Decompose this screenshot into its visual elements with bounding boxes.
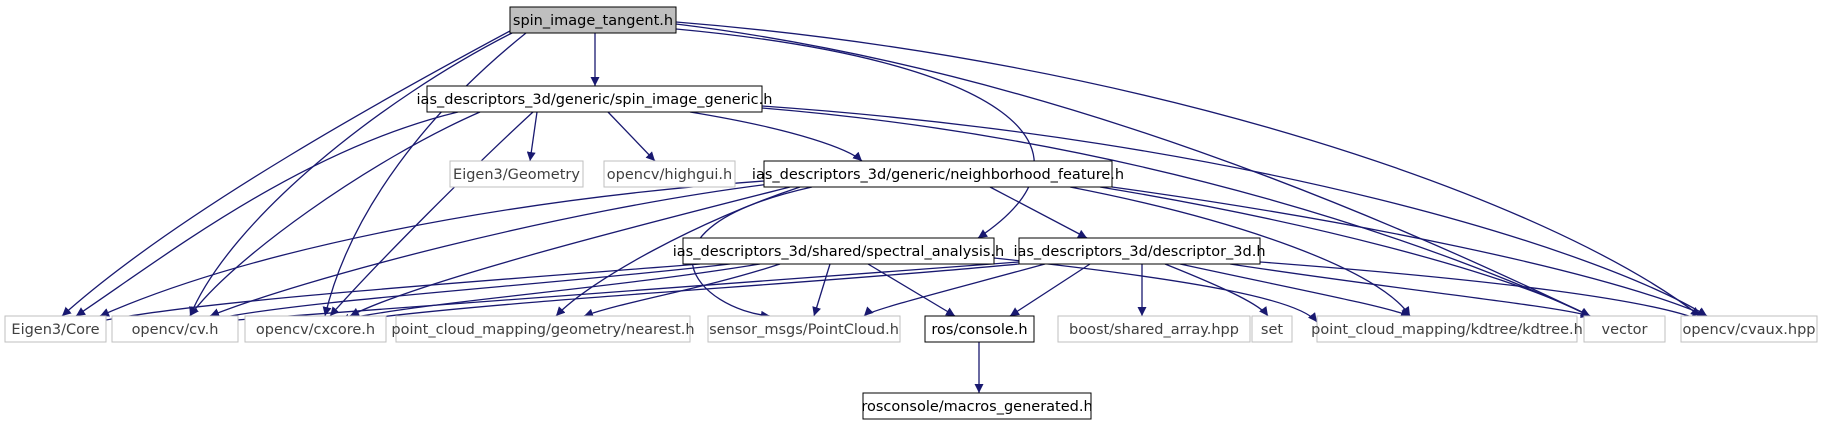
dependency-edge-7 (675, 21, 1701, 317)
dependency-edge-10 (689, 111, 863, 162)
node-cv: opencv/cv.h (111, 315, 239, 343)
dependency-edge-2 (61, 30, 511, 317)
dependency-edge-25 (95, 263, 701, 325)
node-label-bsa: boost/shared_array.hpp (1069, 322, 1239, 338)
dependency-edge-17 (209, 183, 771, 317)
node-label-aux: opencv/cvaux.hpp (1682, 322, 1815, 338)
dependency-edge-8 (526, 111, 538, 162)
node-hg: opencv/highgui.h (603, 160, 736, 188)
node-label-core: Eigen3/Core (11, 322, 99, 338)
node-box-core (4, 315, 107, 343)
file-nodes: spin_image_tangent.h ias_descriptors_3d/g… (4, 6, 1818, 420)
dependency-edge-14 (761, 107, 1591, 317)
node-label-kd: point_cloud_mapping/kdtree/kdtree.h (1311, 322, 1583, 338)
node-box-pc (707, 315, 901, 343)
node-label-sig: ias_descriptors_3d/generic/spin_image_ge… (417, 92, 773, 108)
node-box-sa (682, 237, 995, 265)
node-near: point_cloud_mapping/geometry/nearest.h (391, 315, 695, 343)
dependency-edge-34 (863, 263, 1046, 317)
node-label-cx: opencv/cxcore.h (256, 322, 375, 338)
node-label-vec: vector (1602, 322, 1648, 338)
node-bsa: boost/shared_array.hpp (1057, 315, 1251, 343)
node-label-mg: rosconsole/macros_generated.h (861, 399, 1092, 415)
node-box-vec (1583, 315, 1666, 343)
dependency-edge-32 (209, 261, 1020, 326)
node-box-d3 (1018, 237, 1261, 265)
dependency-edge-27 (339, 263, 761, 323)
node-box-geom (449, 160, 584, 188)
node-label-near: point_cloud_mapping/geometry/nearest.h (391, 322, 694, 338)
node-box-hg (603, 160, 736, 188)
dependency-edge-37 (1164, 263, 1269, 317)
node-label-sit: spin_image_tangent.h (513, 13, 673, 29)
node-label-nf: ias_descriptors_3d/generic/neighborhood_… (752, 167, 1124, 183)
dependency-edge-5 (675, 28, 1035, 239)
dependency-edge-29 (812, 263, 831, 317)
dependency-edge-18 (349, 186, 791, 317)
node-box-aux (1680, 315, 1818, 343)
node-box-sit (509, 6, 677, 34)
dependency-edge-15 (761, 105, 1708, 317)
node-box-cv (111, 315, 239, 343)
dependency-edge-11 (75, 111, 459, 317)
dependency-edge-33 (339, 263, 1020, 326)
node-mg[interactable]: rosconsole/macros_generated.h (861, 392, 1093, 420)
node-kd: point_cloud_mapping/kdtree/kdtree.h (1311, 315, 1583, 343)
node-cx: opencv/cxcore.h (244, 315, 387, 343)
node-label-pc: sensor_msgs/PointCloud.h (709, 322, 899, 338)
dependency-edge-35 (1009, 263, 1091, 317)
node-box-near (395, 315, 691, 343)
dependency-edge-26 (209, 263, 731, 323)
dependency-edge-38 (1179, 263, 1411, 318)
node-rc[interactable]: ros/console.h (924, 315, 1035, 343)
node-box-sig (426, 85, 763, 113)
node-label-rc: ros/console.h (931, 322, 1027, 338)
node-box-rc (924, 315, 1035, 343)
dependency-edge-6 (675, 23, 1591, 317)
dependency-edge-13 (329, 111, 534, 317)
node-set: set (1251, 315, 1293, 343)
dependency-edge-31 (993, 257, 1318, 323)
node-d3[interactable]: ias_descriptors_3d/descriptor_3d.h (1013, 237, 1266, 265)
dependency-edge-22 (1069, 186, 1411, 317)
node-box-set (1251, 315, 1293, 343)
node-geom: Eigen3/Geometry (449, 160, 584, 188)
dependency-edge-12 (189, 111, 481, 317)
node-pc: sensor_msgs/PointCloud.h (707, 315, 901, 343)
dependency-edges (61, 21, 1708, 393)
node-core: Eigen3/Core (4, 315, 107, 343)
node-sig[interactable]: ias_descriptors_3d/generic/spin_image_ge… (417, 85, 773, 113)
node-box-nf (763, 160, 1113, 188)
node-box-kd (1316, 315, 1578, 343)
dependency-edge-23 (1099, 186, 1591, 317)
node-label-cv: opencv/cv.h (132, 322, 219, 338)
dependency-edge-28 (583, 263, 781, 318)
dependency-edge-39 (1229, 263, 1591, 318)
node-box-bsa (1057, 315, 1251, 343)
dependency-edge-40 (1259, 261, 1701, 321)
dependency-edge-16 (99, 180, 765, 317)
node-label-hg: opencv/highgui.h (607, 167, 732, 183)
dependency-edge-20 (691, 186, 813, 320)
node-label-d3: ias_descriptors_3d/descriptor_3d.h (1013, 244, 1265, 260)
node-label-set: set (1261, 322, 1283, 338)
dependency-edge-9 (607, 111, 656, 162)
node-label-sa: ias_descriptors_3d/shared/spectral_analy… (673, 244, 1004, 260)
node-vec: vector (1583, 315, 1666, 343)
node-box-cx (244, 315, 387, 343)
node-box-mg (862, 392, 1092, 420)
dependency-edge-21 (989, 186, 1088, 239)
node-aux: opencv/cvaux.hpp (1680, 315, 1818, 343)
node-label-geom: Eigen3/Geometry (453, 167, 580, 183)
node-sa[interactable]: ias_descriptors_3d/shared/spectral_analy… (673, 237, 1004, 265)
node-sit[interactable]: spin_image_tangent.h (509, 6, 677, 34)
dependency-edge-24 (1111, 186, 1708, 317)
node-nf[interactable]: ias_descriptors_3d/generic/neighborhood_… (752, 160, 1124, 188)
